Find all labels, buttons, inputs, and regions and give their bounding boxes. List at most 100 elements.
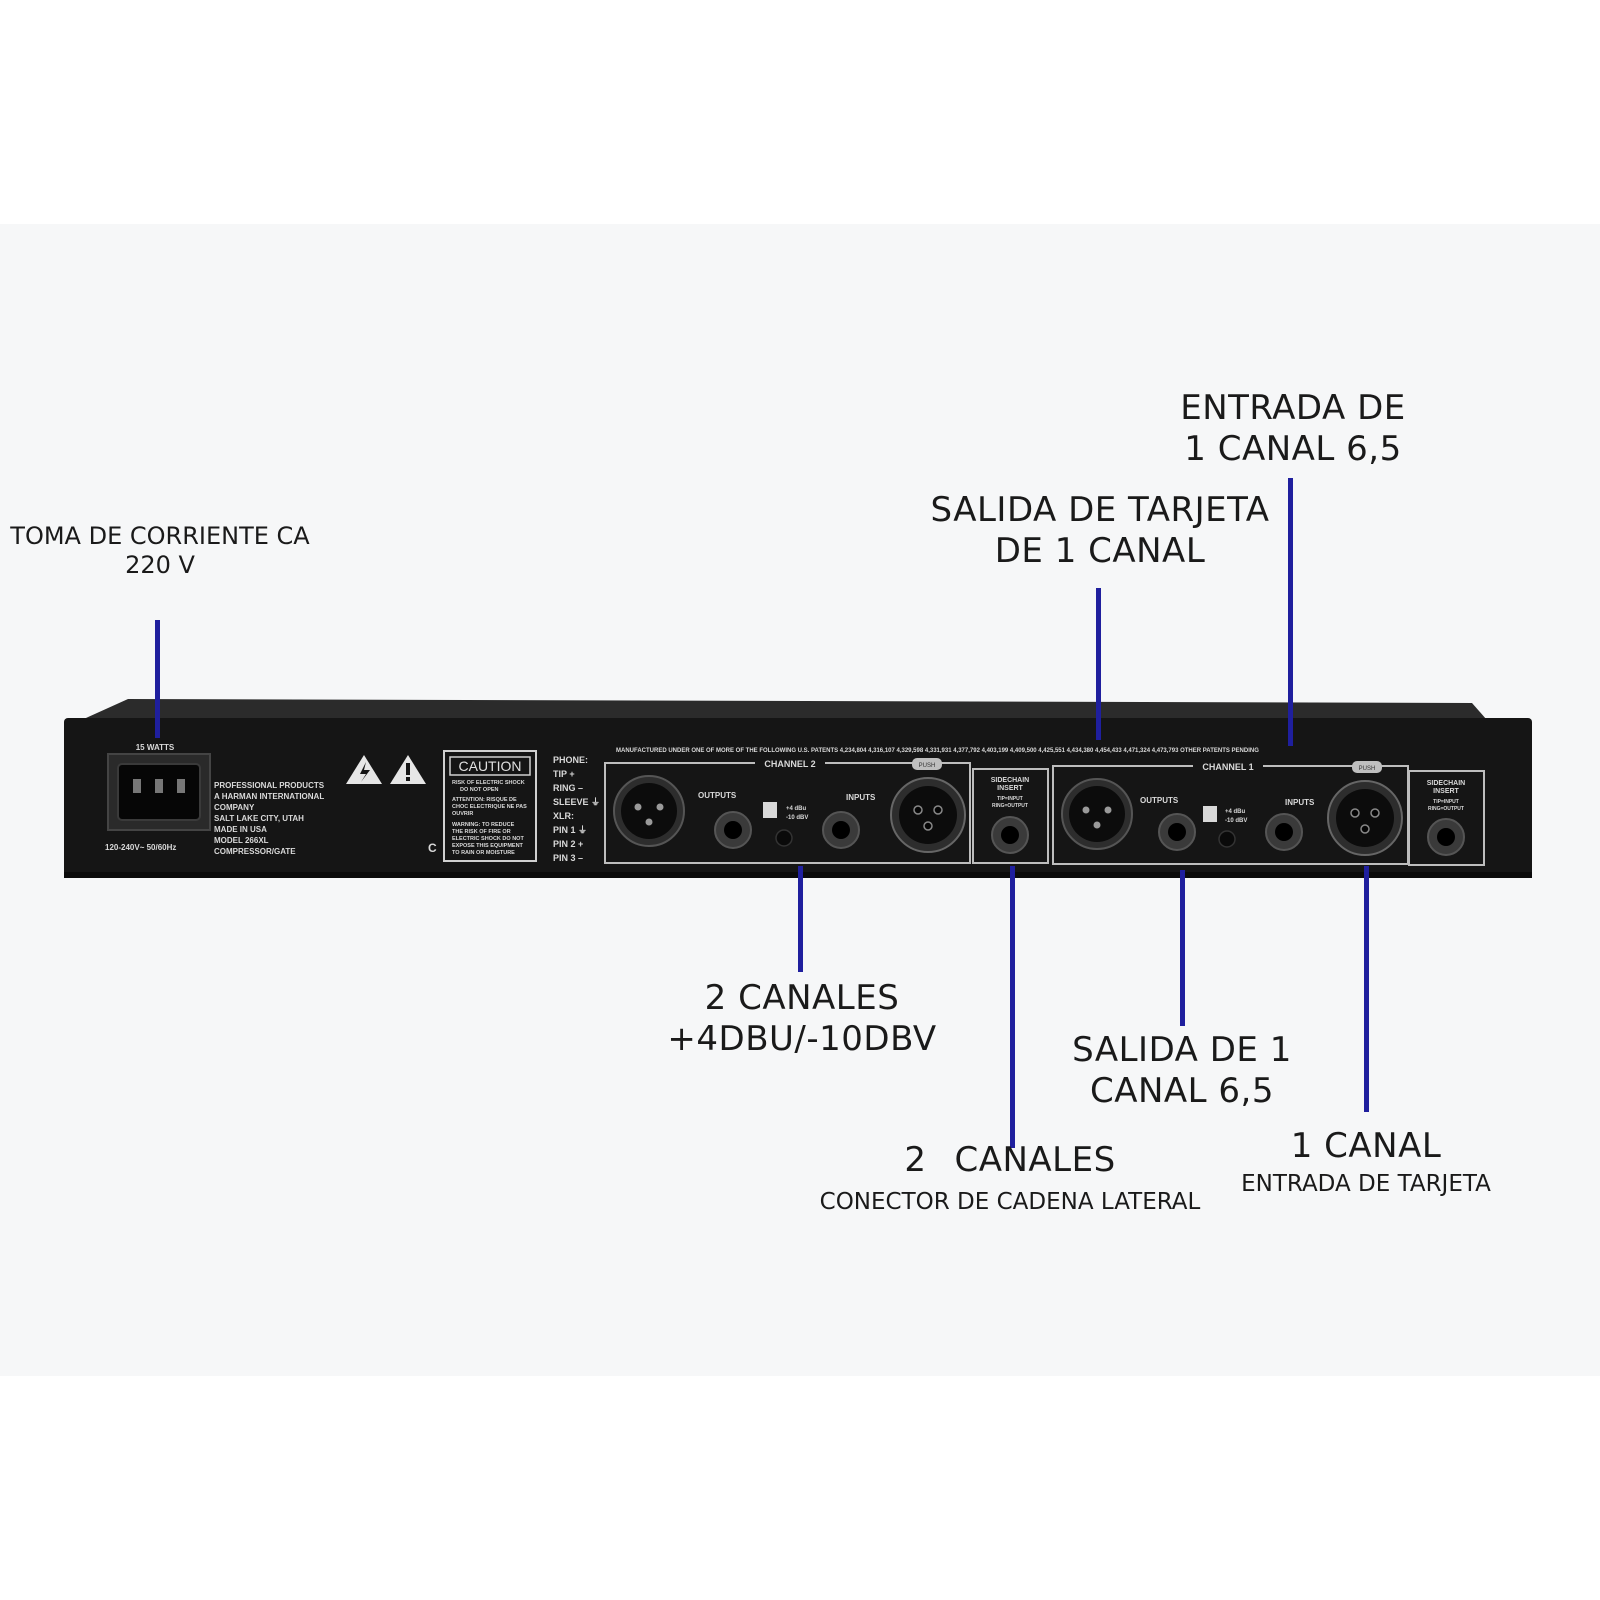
channel1-label: CHANNEL 1 — [1202, 762, 1253, 772]
svg-text:EXPOSE THIS EQUIPMENT: EXPOSE THIS EQUIPMENT — [452, 843, 524, 849]
svg-text:TIP=INPUT: TIP=INPUT — [997, 796, 1023, 802]
xlr-output-ch2 — [613, 775, 685, 847]
callout-sidechain-title: CANALES — [954, 1140, 1116, 1180]
pointer-sidechain — [1010, 866, 1015, 1148]
level-switch-ch1: +4 dBu -10 dBV — [1203, 806, 1247, 848]
pointer-power — [155, 620, 160, 738]
pointer-card-input — [1364, 866, 1369, 1112]
svg-text:RING=OUTPUT: RING=OUTPUT — [1428, 806, 1464, 812]
svg-text:+4 dBu: +4 dBu — [1225, 809, 1246, 815]
svg-text:TIP +: TIP + — [553, 769, 575, 779]
xlr-input-ch1: PUSH — [1327, 761, 1403, 856]
callout-card-input-title: 1 CANAL — [1290, 1126, 1442, 1166]
callout-sidechain-subtitle: CONECTOR DE CADENA LATERAL — [819, 1188, 1201, 1215]
callout-ch1-card-output: SALIDA DE TARJETA DE 1 CANAL — [920, 490, 1280, 572]
svg-text:WARNING: TO REDUCE: WARNING: TO REDUCE — [452, 822, 515, 828]
svg-text:SALT LAKE CITY, UTAH: SALT LAKE CITY, UTAH — [214, 814, 304, 823]
jack-output-ch2 — [714, 811, 752, 849]
svg-text:INSERT: INSERT — [1433, 788, 1459, 795]
callout-sidechain-count: 2 — [904, 1140, 927, 1180]
caution-text: RISK OF ELECTRIC SHOCK DO NOT OPEN ATTEN… — [452, 780, 527, 856]
svg-text:OUTPUTS: OUTPUTS — [698, 791, 737, 800]
jack-input-ch2 — [822, 811, 860, 849]
svg-text:-10 dBV: -10 dBV — [786, 815, 808, 821]
svg-text:TIP=INPUT: TIP=INPUT — [1433, 799, 1459, 805]
xlr-input-ch2: PUSH — [890, 758, 966, 853]
svg-text:RING –: RING – — [553, 783, 583, 793]
callout-two-channels-level: 2 CANALES +4DBU/-10DBV — [640, 978, 964, 1060]
jack-input-ch1 — [1265, 813, 1303, 851]
svg-text:SLEEVE ⏚: SLEEVE ⏚ — [553, 797, 600, 807]
callout-ch1-input-top: ENTRADA DE 1 CANAL 6,5 — [1150, 388, 1436, 470]
svg-text:RING=OUTPUT: RING=OUTPUT — [992, 803, 1028, 809]
jack-output-ch1 — [1158, 813, 1196, 851]
callout-power-line2: 220 V — [125, 550, 195, 579]
caution-box — [443, 750, 537, 862]
callout-ch1-input-top-line1: ENTRADA DE — [1180, 388, 1406, 428]
watts-label: 15 WATTS — [136, 743, 175, 752]
c-mark: C — [428, 841, 437, 855]
callout-card-input-subtitle: ENTRADA DE TARJETA — [1241, 1170, 1491, 1197]
svg-text:OUVRIR: OUVRIR — [452, 811, 473, 817]
voltage-label: 120-240V~ 50/60Hz — [105, 843, 176, 852]
attention-warning-icon — [390, 755, 426, 784]
sidechain-ch1-section — [1408, 770, 1485, 866]
callout-two-channels-level-line2: +4DBU/-10DBV — [667, 1018, 937, 1059]
svg-text:PROFESSIONAL PRODUCTS: PROFESSIONAL PRODUCTS — [214, 781, 325, 790]
svg-text:MODEL 266XL: MODEL 266XL — [214, 836, 269, 845]
svg-text:INSERT: INSERT — [997, 785, 1023, 792]
pointer-ch1-output — [1180, 870, 1185, 1026]
svg-text:PHONE:: PHONE: — [553, 755, 588, 765]
callout-ch1-card-output-line2: DE 1 CANAL — [994, 530, 1206, 571]
svg-text:ELECTRIC SHOCK DO NOT: ELECTRIC SHOCK DO NOT — [452, 836, 524, 842]
callout-sidechain: 2 CANALES CONECTOR DE CADENA LATERAL — [800, 1140, 1220, 1216]
xlr-output-ch1 — [1061, 778, 1133, 850]
callout-ch1-output: SALIDA DE 1 CANAL 6,5 — [1060, 1030, 1304, 1112]
callout-power: TOMA DE CORRIENTE CA 220 V — [0, 522, 320, 580]
wiring-legend: PHONE: TIP + RING – SLEEVE ⏚ XLR: PIN 1 … — [553, 755, 600, 863]
svg-text:A HARMAN INTERNATIONAL: A HARMAN INTERNATIONAL — [214, 792, 324, 801]
callout-ch1-card-output-line1: SALIDA DE TARJETA — [930, 490, 1270, 530]
svg-text:PUSH: PUSH — [919, 763, 936, 769]
patents-text: MANUFACTURED UNDER ONE OF MORE OF THE FO… — [616, 748, 1259, 754]
svg-text:COMPANY: COMPANY — [214, 803, 255, 812]
svg-text:PIN 2 +: PIN 2 + — [553, 839, 583, 849]
svg-text:OUTPUTS: OUTPUTS — [1140, 796, 1179, 805]
svg-text:DO NOT OPEN: DO NOT OPEN — [460, 787, 499, 793]
pointer-ch1-card-output — [1096, 588, 1101, 740]
svg-text:INPUTS: INPUTS — [846, 793, 876, 802]
svg-text:-10 dBV: -10 dBV — [1225, 818, 1247, 824]
svg-text:PIN 3 –: PIN 3 – — [553, 853, 583, 863]
channel2-label: CHANNEL 2 — [764, 759, 815, 769]
svg-text:ATTENTION: RISQUE DE: ATTENTION: RISQUE DE — [452, 797, 517, 803]
caution-title: CAUTION — [459, 758, 522, 774]
svg-text:CHOC ELECTRIQUE NE PAS: CHOC ELECTRIQUE NE PAS — [452, 804, 527, 810]
shock-warning-icon — [346, 755, 382, 784]
jack-sidechain-ch2 — [991, 816, 1029, 854]
level-switch-ch2: +4 dBu -10 dBV — [763, 802, 808, 847]
callout-ch1-input-top-line2: 1 CANAL 6,5 — [1184, 428, 1402, 469]
svg-text:PIN 1 ⏚: PIN 1 ⏚ — [553, 825, 587, 835]
jack-sidechain-ch1 — [1427, 818, 1465, 856]
svg-text:XLR:: XLR: — [553, 811, 574, 821]
svg-text:SIDECHAIN: SIDECHAIN — [1427, 780, 1466, 787]
svg-text:TO RAIN OR MOISTURE: TO RAIN OR MOISTURE — [452, 850, 515, 856]
callout-power-line1: TOMA DE CORRIENTE CA — [10, 522, 310, 550]
pointer-ch1-input-top — [1288, 478, 1293, 746]
callout-ch1-output-line1: SALIDA DE 1 — [1072, 1030, 1292, 1070]
sidechain-ch2-section — [972, 768, 1049, 864]
callout-sidechain-heading: 2 CANALES — [800, 1140, 1220, 1181]
svg-text:MADE IN USA: MADE IN USA — [214, 825, 267, 834]
callout-ch1-output-line2: CANAL 6,5 — [1089, 1070, 1274, 1111]
svg-text:COMPRESSOR/GATE: COMPRESSOR/GATE — [214, 847, 296, 856]
svg-text:RISK OF ELECTRIC SHOCK: RISK OF ELECTRIC SHOCK — [452, 780, 525, 786]
callout-two-channels-level-line1: 2 CANALES — [704, 978, 900, 1018]
svg-text:THE RISK OF FIRE OR: THE RISK OF FIRE OR — [452, 829, 511, 835]
pointer-two-channels-level — [798, 866, 803, 972]
svg-text:SIDECHAIN: SIDECHAIN — [991, 777, 1030, 784]
svg-text:+4 dBu: +4 dBu — [786, 806, 807, 812]
maker-text: PROFESSIONAL PRODUCTS A HARMAN INTERNATI… — [214, 781, 325, 856]
svg-text:INPUTS: INPUTS — [1285, 798, 1315, 807]
callout-card-input: 1 CANAL ENTRADA DE TARJETA — [1226, 1126, 1506, 1198]
